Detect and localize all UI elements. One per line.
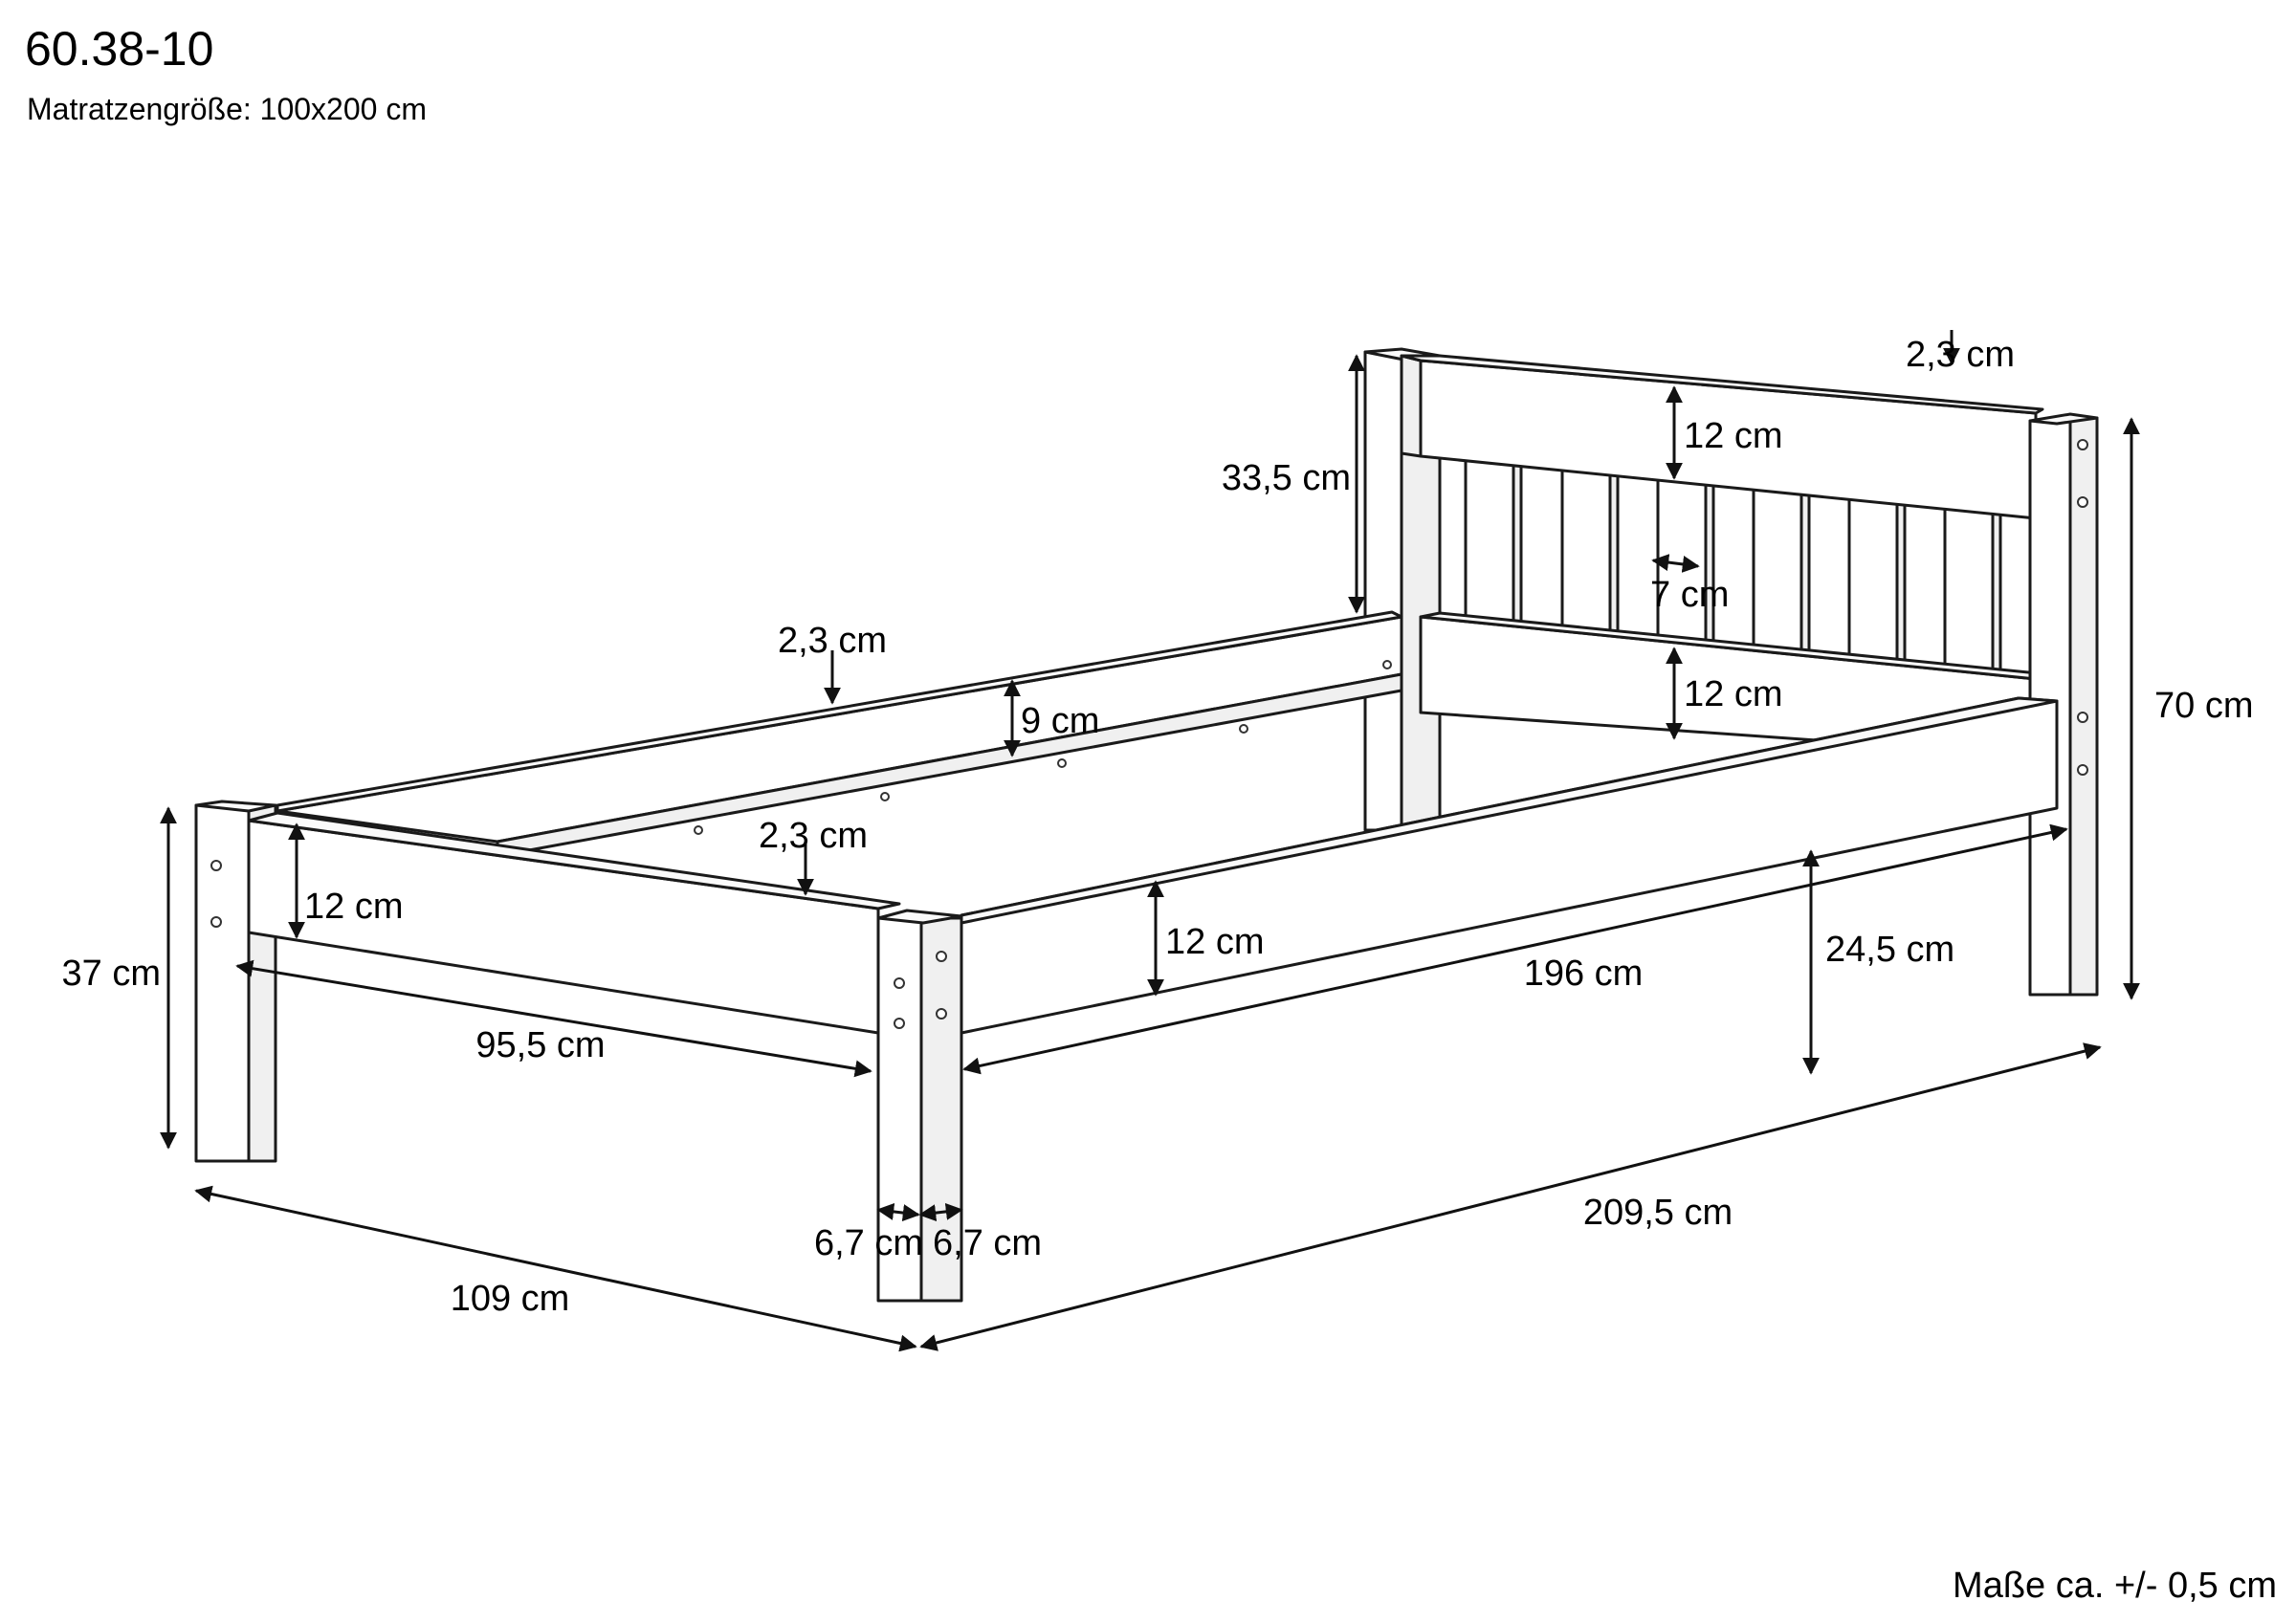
label-under-clearance: 24,5 cm [1825,930,1954,970]
label-slat-support: 9 cm [1021,701,1099,741]
back-side-rail [276,610,1403,857]
label-foot-rail-thickness: 2,3 cm [759,816,868,856]
label-inner-width: 95,5 cm [475,1025,605,1065]
label-post-depth-a: 6,7 cm [814,1223,923,1263]
label-outer-length: 209,5 cm [1583,1193,1733,1233]
label-outer-width: 109 cm [451,1279,570,1319]
label-headboard-top-board: 12 cm [1684,416,1782,456]
headboard-top-board [1400,354,2044,520]
label-foot-rail-height: 12 cm [304,887,403,927]
label-foot-height: 37 cm [62,954,161,994]
front-side-rail [960,696,2059,1035]
label-headboard-thickness: 2,3 cm [1906,335,2015,375]
tolerance-note: Maße ca. +/- 0,5 cm [1953,1566,2277,1606]
label-total-height: 70 cm [2154,686,2253,726]
label-headboard-lower-board: 12 cm [1684,674,1782,714]
label-inner-length: 196 cm [1524,954,1644,994]
dimension-lines [160,330,2140,1352]
mattress-size: Matratzengröße: 100x200 cm [27,92,427,126]
label-slat-width: 7 cm [1650,575,1729,615]
label-back-rail-thickness: 2,3 cm [778,621,887,661]
model-number: 60.38-10 [25,22,213,76]
label-headboard-post-top: 33,5 cm [1222,458,1351,498]
label-side-rail-height: 12 cm [1165,922,1264,962]
label-post-depth-b: 6,7 cm [933,1223,1042,1263]
